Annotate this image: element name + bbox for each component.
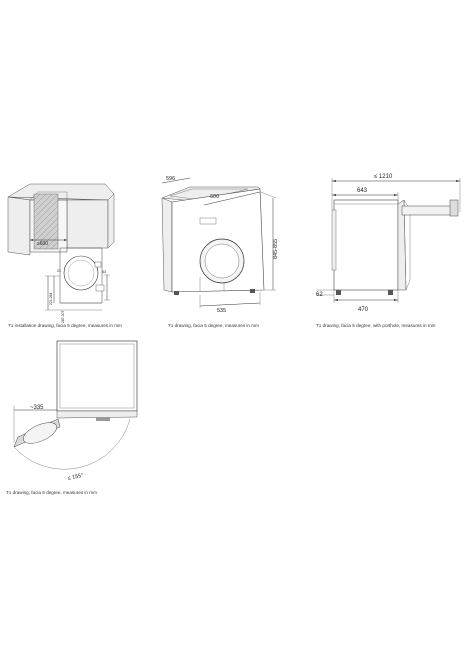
dryer-side-view: ≤ 1210 643 62 470 T1 drawing, facia 5 de… — [310, 170, 470, 330]
dryer-top-view: ~335 ≤ 155° T1 drawing, facia 5 degree, … — [0, 335, 160, 505]
dim-1210: ≤ 1210 — [374, 174, 393, 180]
dryer-body-side — [333, 199, 399, 291]
dim-600: 600 — [210, 194, 219, 200]
dryer-top-view-svg: ~335 ≤ 155° — [13, 340, 138, 482]
dryer-side — [161, 197, 173, 293]
floor-plan — [45, 247, 110, 311]
door-swing-arc — [13, 418, 131, 470]
installation-drawing: ≥600 21 63 221-264 287-307 T1 installati… — [0, 170, 150, 330]
dryer-side-view-svg: ≤ 1210 643 62 470 — [316, 174, 461, 313]
dim-63: 63 — [102, 270, 106, 274]
dim-596: 596 — [166, 176, 175, 182]
caption-side-view: T1 drawing, facia 5 degree, with porthol… — [316, 323, 436, 328]
dryer-front-view-svg: 596 600 845-855 535 — [161, 176, 279, 314]
caption-front-view: T1 drawing, facia 5 degree, measures in … — [168, 323, 259, 328]
dryer-top-plate — [56, 340, 138, 412]
cabinet-left — [7, 196, 31, 256]
dim-643: 643 — [357, 188, 368, 194]
dim-845-855: 845-855 — [273, 239, 279, 259]
dryer-front-view: 596 600 845-855 535 T1 drawing, facia 5 … — [160, 170, 310, 330]
dim-21: 21 — [57, 269, 61, 273]
cabinet-right — [66, 199, 109, 249]
front-facia — [56, 410, 138, 419]
dim-niche-width: ≥600 — [37, 241, 48, 247]
dim-287-307: 287-307 — [61, 310, 65, 323]
dim-470: 470 — [358, 307, 369, 313]
door-arm — [401, 205, 457, 216]
dim-62: 62 — [316, 292, 323, 298]
caption-installation: T1 installation drawing, facia 5 degree,… — [8, 323, 122, 328]
caption-top-view: T1 drawing, facia 5 degree, measures in … — [6, 490, 97, 495]
dim-335: ~335 — [30, 405, 44, 411]
dim-angle: ≤ 155° — [67, 473, 84, 482]
installation-drawing-svg: ≥600 21 63 221-264 287-307 — [7, 183, 115, 323]
dim-535: 535 — [217, 308, 226, 314]
dim-221-264: 221-264 — [49, 292, 53, 305]
